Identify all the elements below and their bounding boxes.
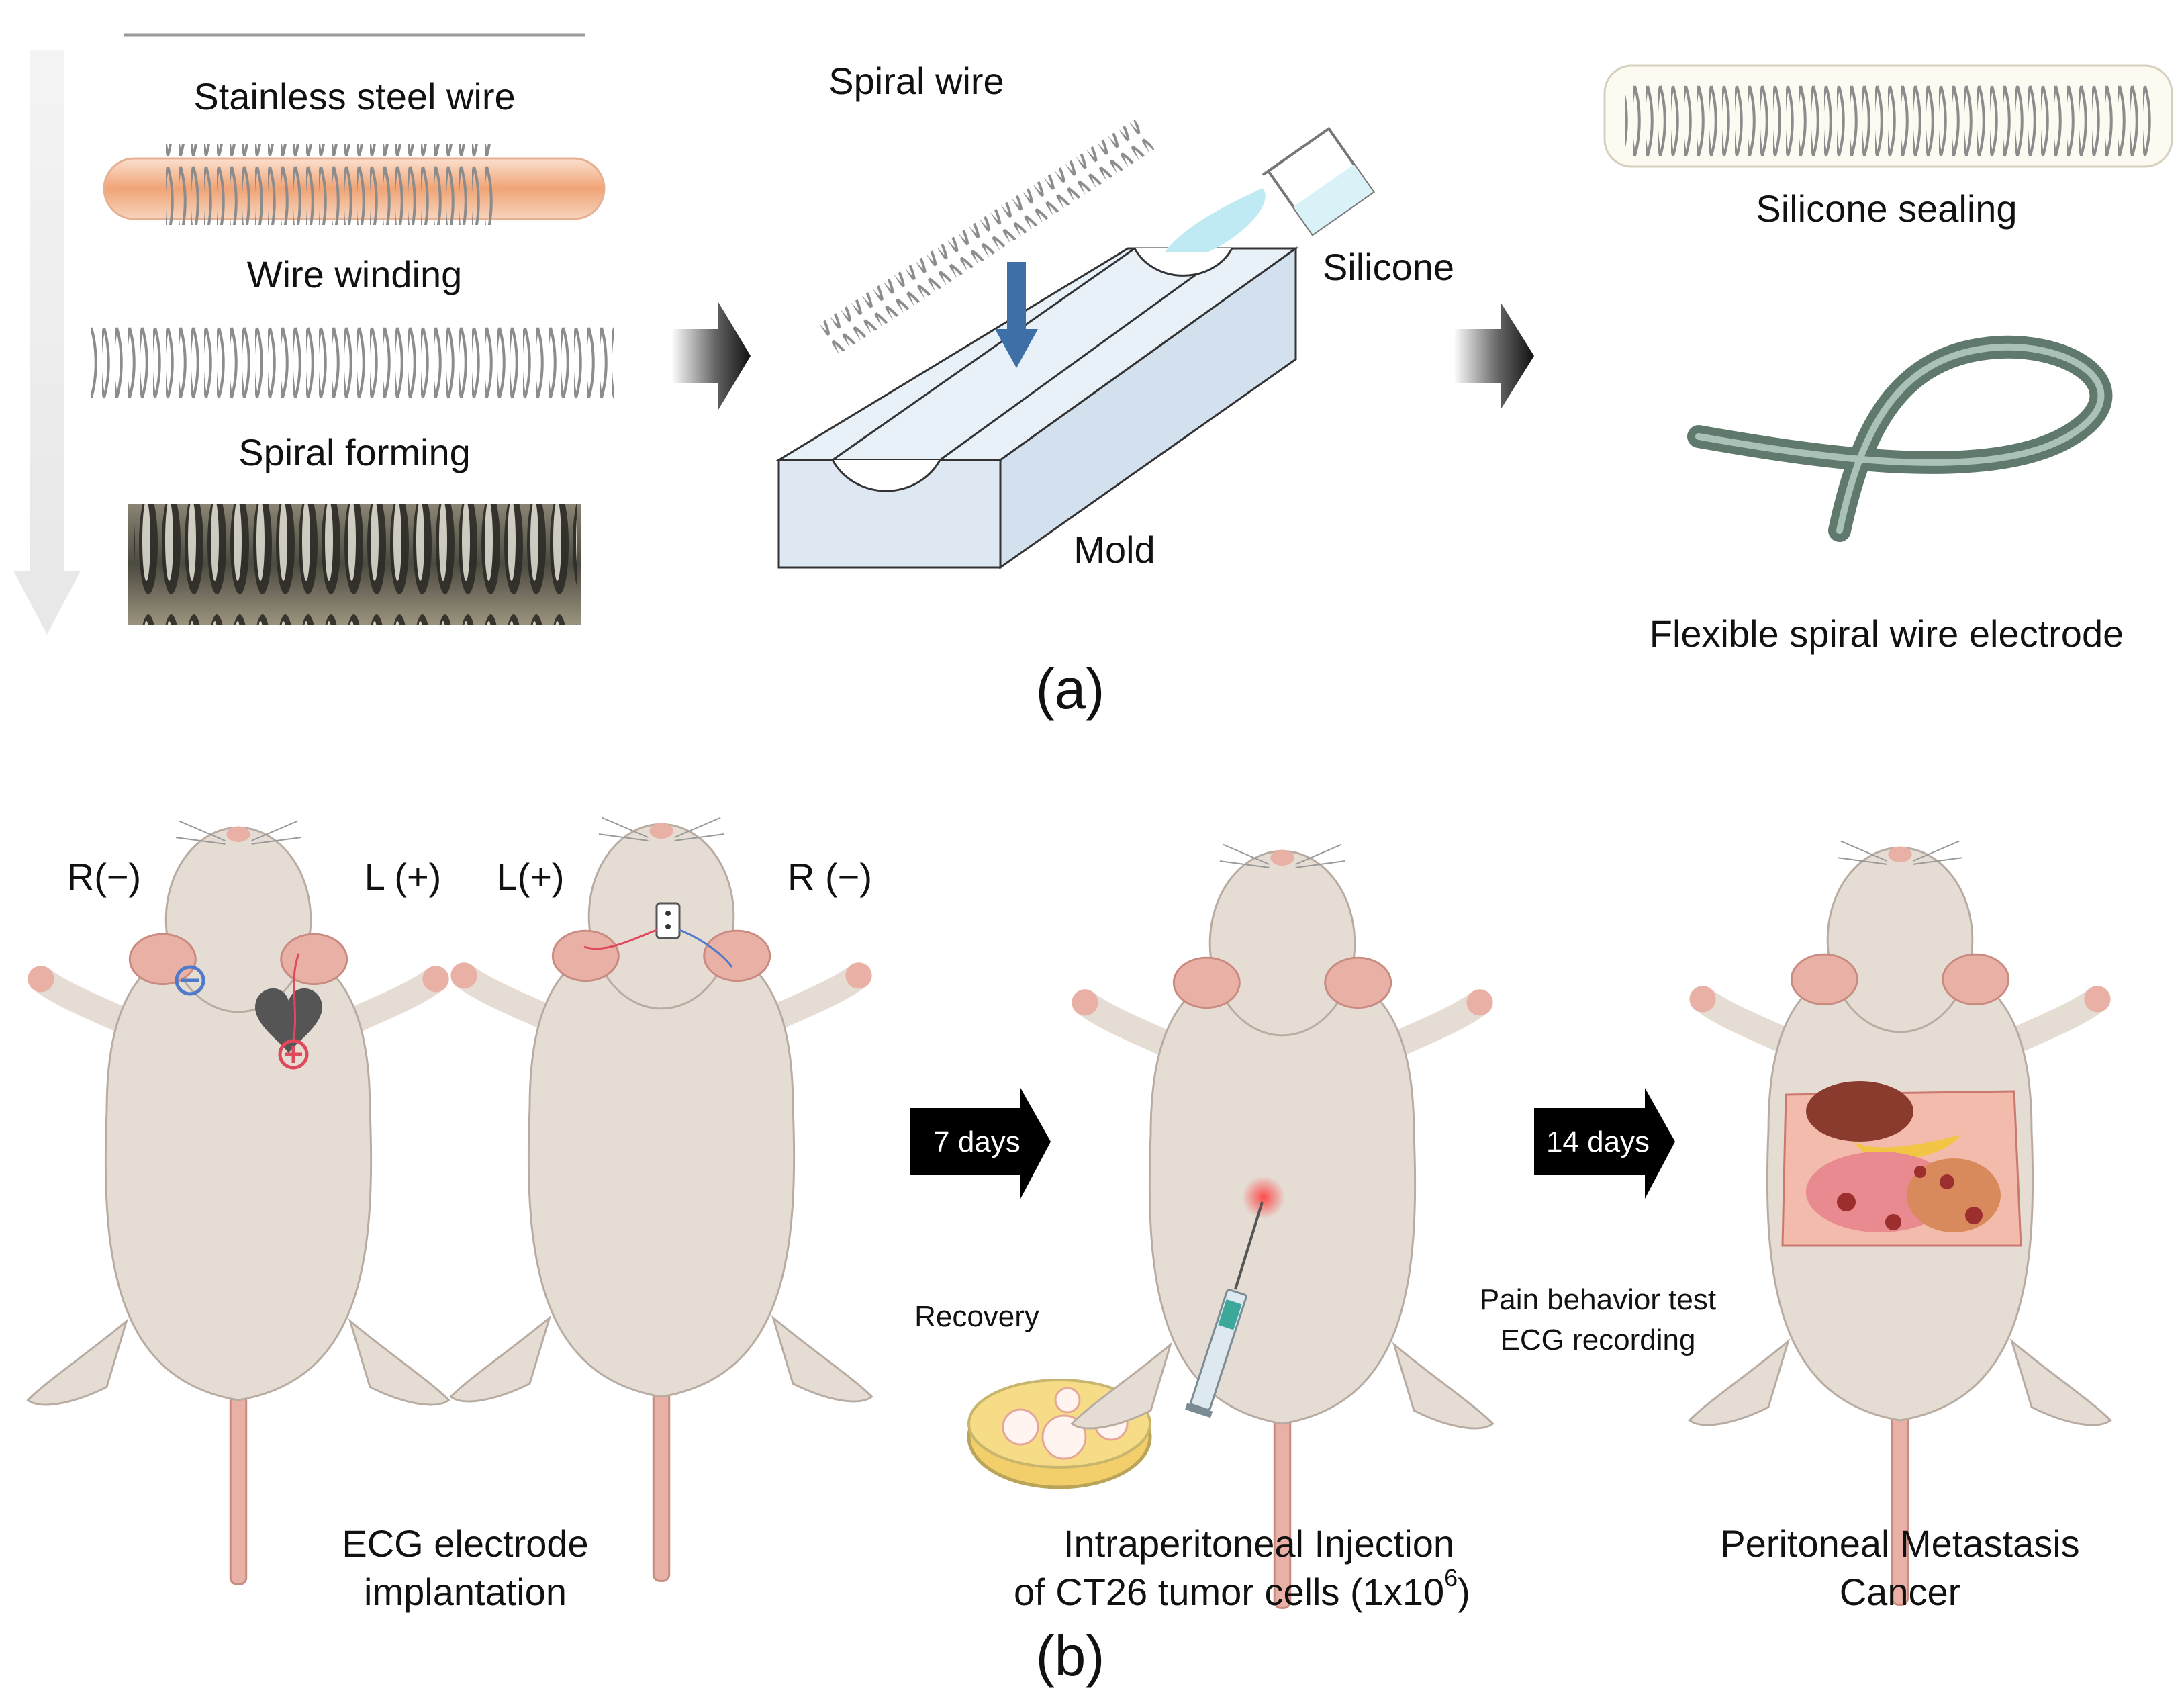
arrow-14-days: 14 days (1534, 1088, 1675, 1199)
label-ecg-recording: ECG recording (1500, 1324, 1695, 1356)
flexible-electrode-photo (1687, 335, 2113, 542)
heart-icon (255, 988, 322, 1054)
insert-arrow (995, 262, 1038, 368)
minus-electrode-icon (175, 965, 205, 996)
caption-implant-line1: ECG electrode (342, 1522, 588, 1565)
caption-injection-exponent: 6 (1444, 1564, 1458, 1591)
label-7-days: 7 days (933, 1125, 1020, 1158)
caption-injection-line2: of CT26 tumor cells (1x106) (1014, 1564, 1470, 1613)
mouse-3 (1072, 845, 1492, 1608)
label-spiral-forming: Spiral forming (238, 431, 470, 473)
caption-injection-close: ) (1458, 1571, 1470, 1613)
label-stainless-steel-wire: Stainless steel wire (193, 75, 515, 118)
label-silicone: Silicone (1323, 246, 1454, 288)
process-down-arrow (13, 50, 81, 635)
open-abdomen-organs (1781, 1081, 2022, 1247)
arrow-7-days: 7 days (910, 1088, 1051, 1199)
label-pain-behavior-test: Pain behavior test (1480, 1283, 1716, 1316)
syringe-icon (1185, 1201, 1264, 1418)
wound-coil (91, 326, 614, 406)
caption-metastasis-line2: Cancer (1840, 1571, 1961, 1613)
arrow-to-result (1454, 302, 1534, 410)
mouse2-right-lead: R (−) (788, 856, 872, 898)
label-flexible-electrode: Flexible spiral wire electrode (1650, 612, 2124, 655)
spiral-wire-icon (819, 119, 1155, 355)
label-spiral-wire: Spiral wire (828, 60, 1004, 102)
sealed-tube (1603, 64, 2173, 168)
arrow-to-mold (671, 302, 751, 410)
injection-site-glow (1242, 1176, 1285, 1219)
panel-b: R(−) L (+) L(+) R (−) ECG electrode impl… (28, 818, 2110, 1688)
label-mold: Mold (1074, 528, 1155, 571)
mold-block (775, 246, 1299, 569)
caption-injection-text: of CT26 tumor cells (1x10 (1014, 1571, 1444, 1613)
label-silicone-sealing: Silicone sealing (1756, 187, 2017, 230)
panel-a: Stainless steel wire Wire winding Spiral… (13, 33, 2173, 721)
label-wire-winding: Wire winding (247, 253, 463, 295)
label-14-days: 14 days (1546, 1125, 1650, 1158)
electrode-connector-icon (583, 902, 733, 968)
plus-electrode-icon (278, 953, 309, 1070)
mouse-1 (28, 821, 448, 1585)
caption-metastasis-line1: Peritoneal Metastasis (1720, 1522, 2079, 1565)
spiral-photo (128, 504, 581, 625)
svg-text:of CT26 tumor cells (1x106): of CT26 tumor cells (1x106) (1014, 1564, 1470, 1613)
caption-implant-line2: implantation (364, 1571, 567, 1613)
mouse1-left-lead: L (+) (365, 856, 442, 898)
panel-b-label: (b) (1036, 1624, 1105, 1688)
panel-a-label: (a) (1036, 657, 1105, 721)
label-recovery: Recovery (914, 1300, 1039, 1333)
caption-injection-line1: Intraperitoneal Injection (1063, 1522, 1454, 1565)
rod-with-wire (103, 144, 606, 225)
mouse2-left-lead: L(+) (496, 856, 564, 898)
silicone-beaker (1165, 126, 1375, 252)
mouse1-right-lead: R(−) (67, 856, 141, 898)
